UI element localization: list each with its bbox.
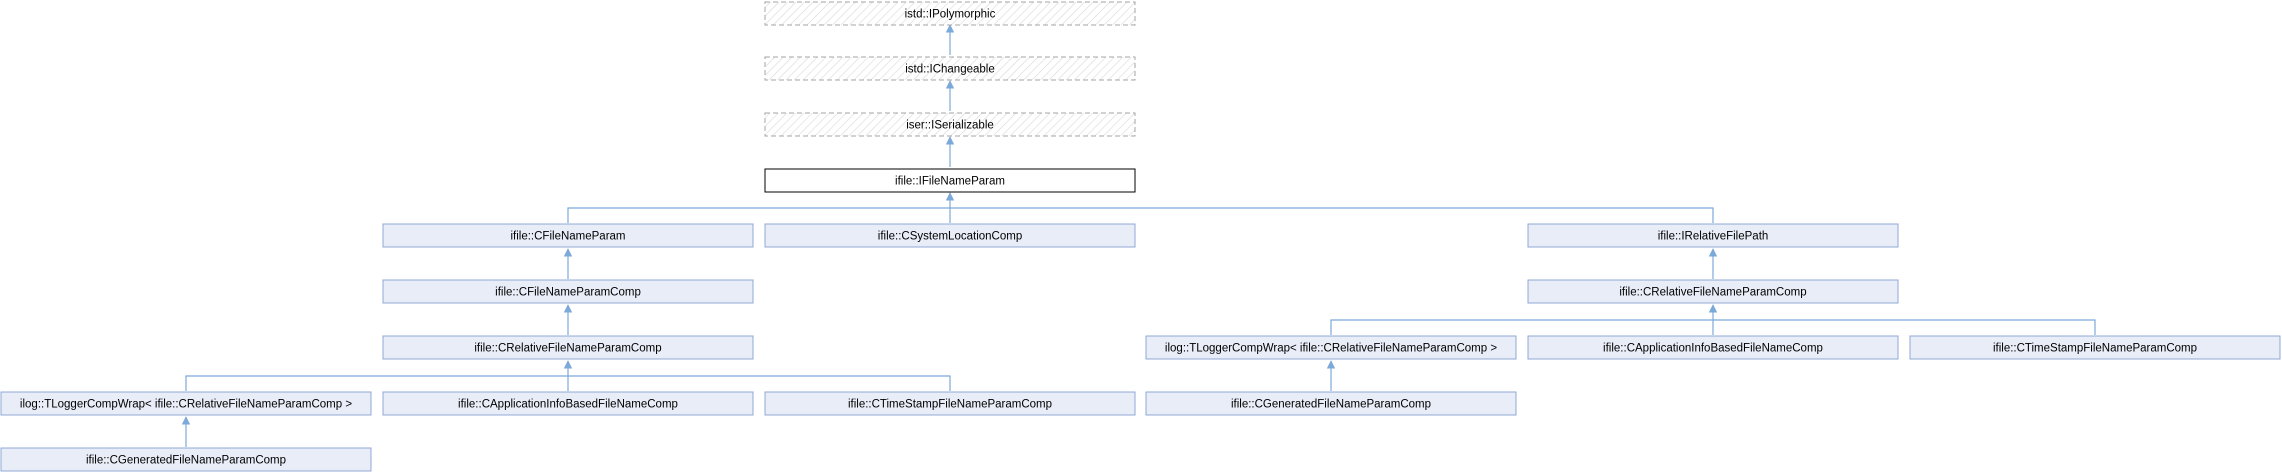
node-crelativefilenameparamcomp-right[interactable]: ifile::CRelativeFileNameParamComp <box>1527 279 1899 304</box>
node-label: ifile::CRelativeFileNameParamComp <box>474 343 661 355</box>
node-label: ifile::CTimeStampFileNameParamComp <box>1993 343 2197 355</box>
edges <box>181 24 2096 447</box>
node-label: ifile::CSystemLocationComp <box>878 231 1022 243</box>
node-cfilenameparam[interactable]: ifile::CFileNameParam <box>382 223 754 248</box>
node-ipolymorphic[interactable]: istd::IPolymorphic <box>764 1 1136 26</box>
node-label: ifile::CApplicationInfoBasedFileNameComp <box>1603 343 1823 355</box>
node-capplicationinfo-left[interactable]: ifile::CApplicationInfoBasedFileNameComp <box>382 391 754 416</box>
node-label: ifile::CRelativeFileNameParamComp <box>1619 287 1806 299</box>
node-irelativefilepath[interactable]: ifile::IRelativeFilePath <box>1527 223 1899 248</box>
node-crelativefilenameparamcomp-left[interactable]: ifile::CRelativeFileNameParamComp <box>382 335 754 360</box>
node-csystemlocationcomp[interactable]: ifile::CSystemLocationComp <box>764 223 1136 248</box>
node-iserializable[interactable]: iser::ISerializable <box>764 112 1136 137</box>
node-label: istd::IPolymorphic <box>905 9 996 21</box>
edge-level1-bus <box>567 207 1714 223</box>
node-label: ifile::IFileNameParam <box>895 176 1005 188</box>
node-label: ilog::TLoggerCompWrap< ifile::CRelativeF… <box>20 399 352 411</box>
node-tloggercompwrap-left[interactable]: ilog::TLoggerCompWrap< ifile::CRelativeF… <box>0 391 372 416</box>
node-tloggercompwrap-right[interactable]: ilog::TLoggerCompWrap< ifile::CRelativeF… <box>1145 335 1517 360</box>
node-label: iser::ISerializable <box>906 120 994 132</box>
node-label: ifile::CGeneratedFileNameParamComp <box>1231 399 1431 411</box>
node-label: ifile::IRelativeFilePath <box>1658 231 1769 243</box>
node-label: ilog::TLoggerCompWrap< ifile::CRelativeF… <box>1165 343 1497 355</box>
node-ctimestamp-right[interactable]: ifile::CTimeStampFileNameParamComp <box>1909 335 2281 360</box>
node-ichangeable[interactable]: istd::IChangeable <box>764 56 1136 81</box>
node-label: ifile::CFileNameParam <box>510 231 625 243</box>
node-cgenerated-right[interactable]: ifile::CGeneratedFileNameParamComp <box>1145 391 1517 416</box>
node-label: ifile::CGeneratedFileNameParamComp <box>86 455 286 467</box>
node-ifilenameparam[interactable]: ifile::IFileNameParam <box>764 168 1136 193</box>
node-label: ifile::CApplicationInfoBasedFileNameComp <box>458 399 678 411</box>
node-label: istd::IChangeable <box>905 64 995 76</box>
node-label: ifile::CFileNameParamComp <box>495 287 641 299</box>
node-label: ifile::CTimeStampFileNameParamComp <box>848 399 1052 411</box>
node-capplicationinfo-right[interactable]: ifile::CApplicationInfoBasedFileNameComp <box>1527 335 1899 360</box>
node-cfilenameparamcomp[interactable]: ifile::CFileNameParamComp <box>382 279 754 304</box>
node-ctimestamp-left[interactable]: ifile::CTimeStampFileNameParamComp <box>764 391 1136 416</box>
node-cgenerated-left[interactable]: ifile::CGeneratedFileNameParamComp <box>0 447 372 472</box>
